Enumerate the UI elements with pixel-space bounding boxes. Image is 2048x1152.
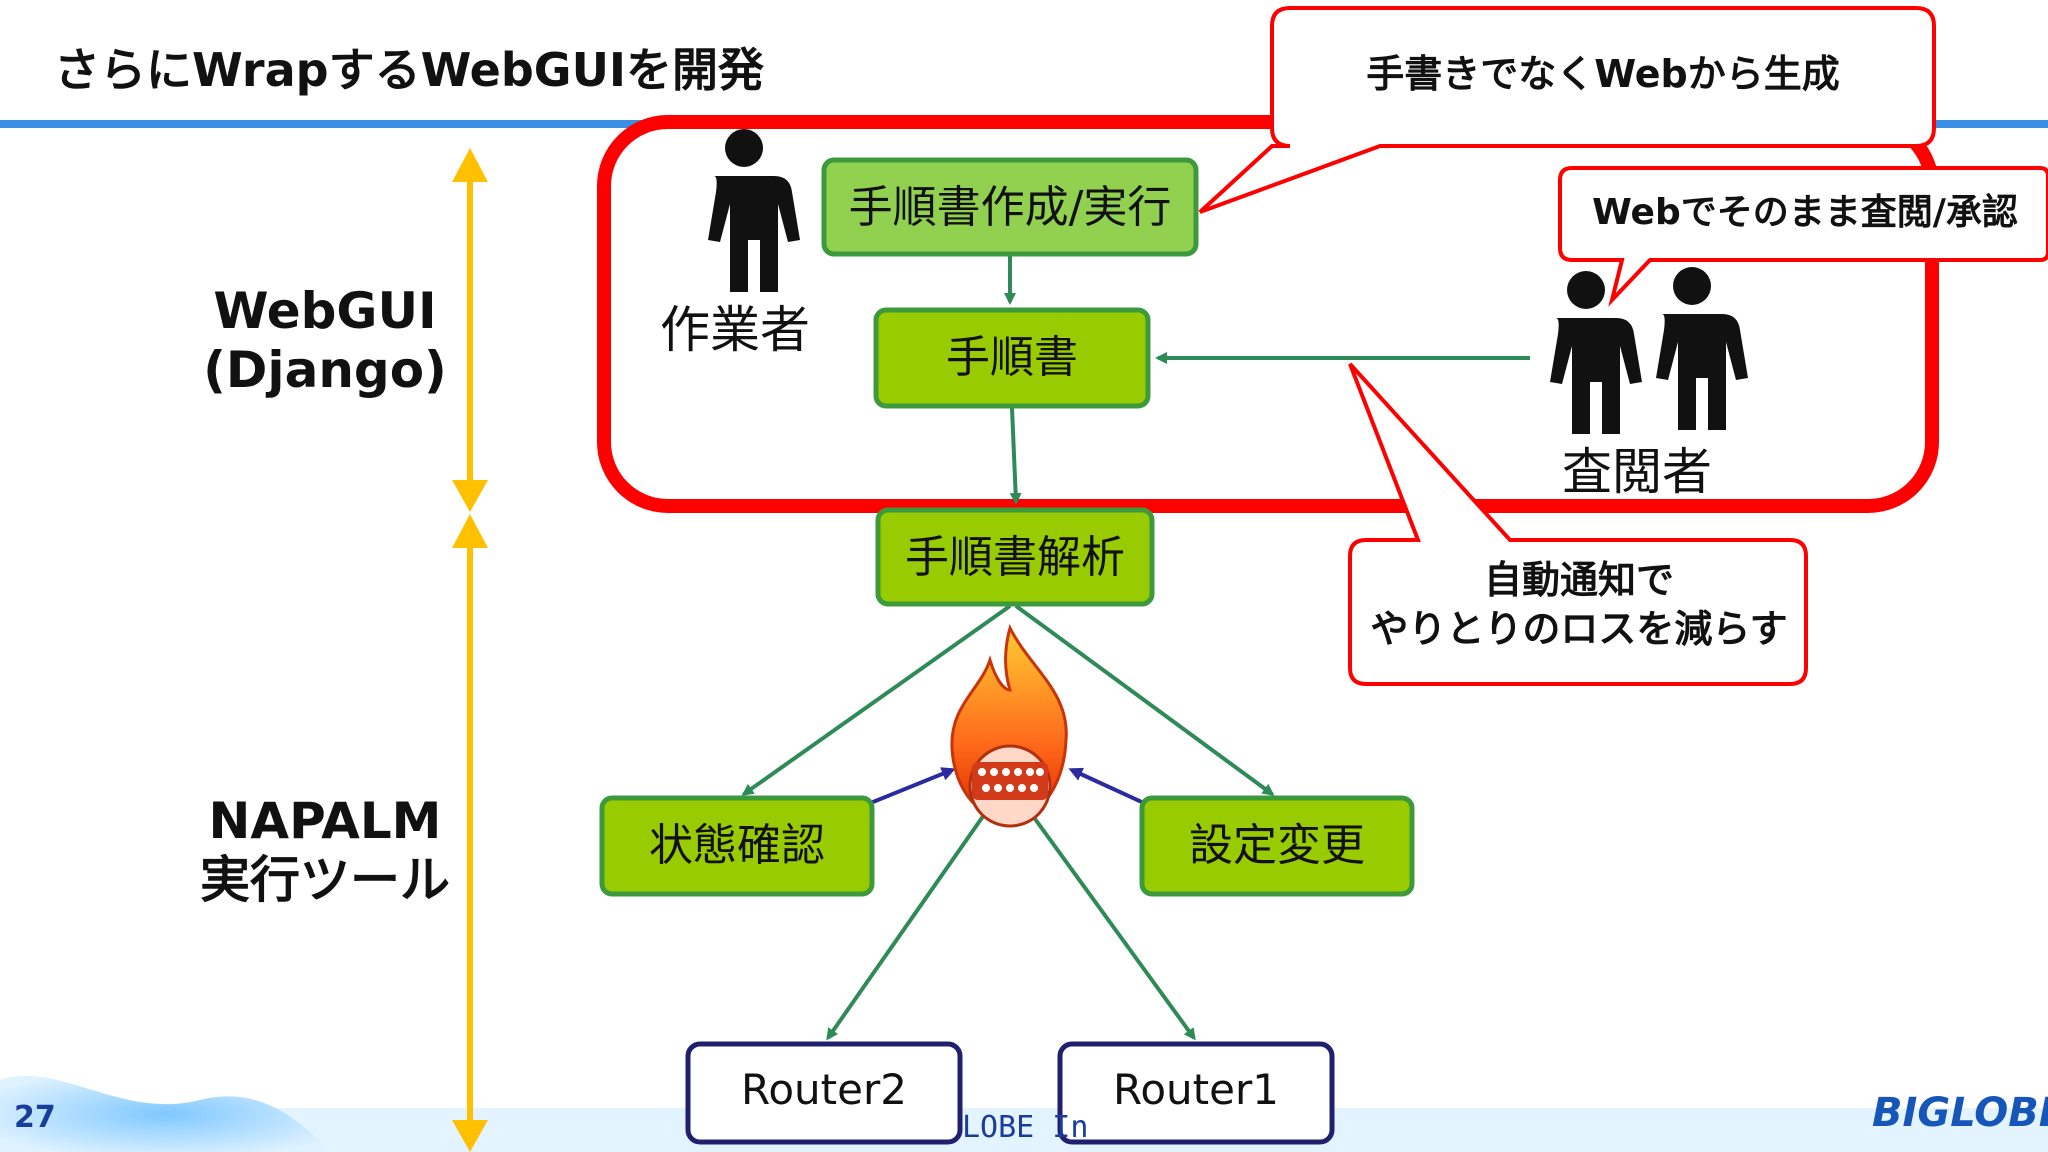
callout-notify-line1: 自動通知で <box>1483 558 1674 602</box>
node-config-label: 設定変更 <box>1189 820 1365 871</box>
webgui-range-arrow <box>452 148 488 512</box>
callout-web-review-text: Webでそのまま査閲/承認 <box>1592 192 2018 233</box>
node-parse-label: 手順書解析 <box>905 532 1125 583</box>
node-router2-box[interactable] <box>685 1041 963 1145</box>
napalm-range-arrow <box>452 514 488 1152</box>
node-status-label: 状態確認 <box>649 820 825 871</box>
callout-web-review-bubble <box>1558 166 2048 307</box>
callout-notify-text: 自動通知で やりとりのロスを減らす <box>1352 556 1806 655</box>
footer-wave <box>0 1075 330 1152</box>
arrow-napalm-to-router1 <box>1028 810 1196 1041</box>
worker-person-icon <box>708 129 800 292</box>
node-router1-label: Router1 <box>1113 1065 1279 1114</box>
footer-company: LOBE In <box>962 1110 1089 1145</box>
callout-notify-bubble <box>1348 362 1808 686</box>
webgui-label-line2: (Django) <box>203 341 447 399</box>
node-doc-label: 手順書 <box>946 332 1078 383</box>
node-create-label: 手順書作成/実行 <box>849 182 1172 233</box>
callout-web-generate-text: 手書きでなくWebから生成 <box>1366 52 1840 96</box>
napalm-label-line1: NAPALM <box>208 792 442 850</box>
arrow-napalm-to-router2 <box>826 810 988 1041</box>
callout-notify-line2: やりとりのロスを減らす <box>1370 607 1788 652</box>
arrow-doc-to-parse <box>1009 407 1022 505</box>
webgui-label-line1: WebGUI <box>213 282 437 340</box>
webgui-frame <box>597 115 1939 513</box>
webgui-layer-label: WebGUI (Django) <box>200 282 450 400</box>
reviewer-label: 査閲者 <box>1562 443 1712 501</box>
arrow-parse-to-status <box>741 604 1012 796</box>
node-create-box[interactable] <box>821 157 1199 257</box>
node-router2-label: Router2 <box>741 1065 907 1114</box>
slide-title: さらにWrapするWebGUIを開発 <box>54 43 765 97</box>
arrow-parse-to-config <box>1014 604 1275 796</box>
napalm-layer-label: NAPALM 実行ツール <box>190 792 460 910</box>
arrow-config-to-napalm <box>1068 767 1147 806</box>
napalm-fire-icon <box>950 623 1068 828</box>
reviewer-person-icon-left <box>1550 271 1642 434</box>
worker-label: 作業者 <box>660 301 810 359</box>
node-parse-box[interactable] <box>875 507 1155 607</box>
napalm-label-line2: 実行ツール <box>200 851 450 909</box>
flow-arrows <box>741 256 1530 1041</box>
node-doc-box[interactable] <box>873 307 1151 409</box>
page-number: 27 <box>14 1100 56 1135</box>
biglobe-logo: BIGLOBE <box>1872 1090 2048 1136</box>
callout-web-generate-bubble <box>1198 6 1936 214</box>
node-router1-box[interactable] <box>1057 1041 1335 1145</box>
napalm-arrows <box>867 767 1147 806</box>
node-config-box[interactable] <box>1139 795 1415 897</box>
node-status-box[interactable] <box>599 795 875 897</box>
reviewer-person-icon-right <box>1656 267 1748 430</box>
arrow-status-to-napalm <box>867 767 956 806</box>
footer-band <box>0 1108 2048 1152</box>
